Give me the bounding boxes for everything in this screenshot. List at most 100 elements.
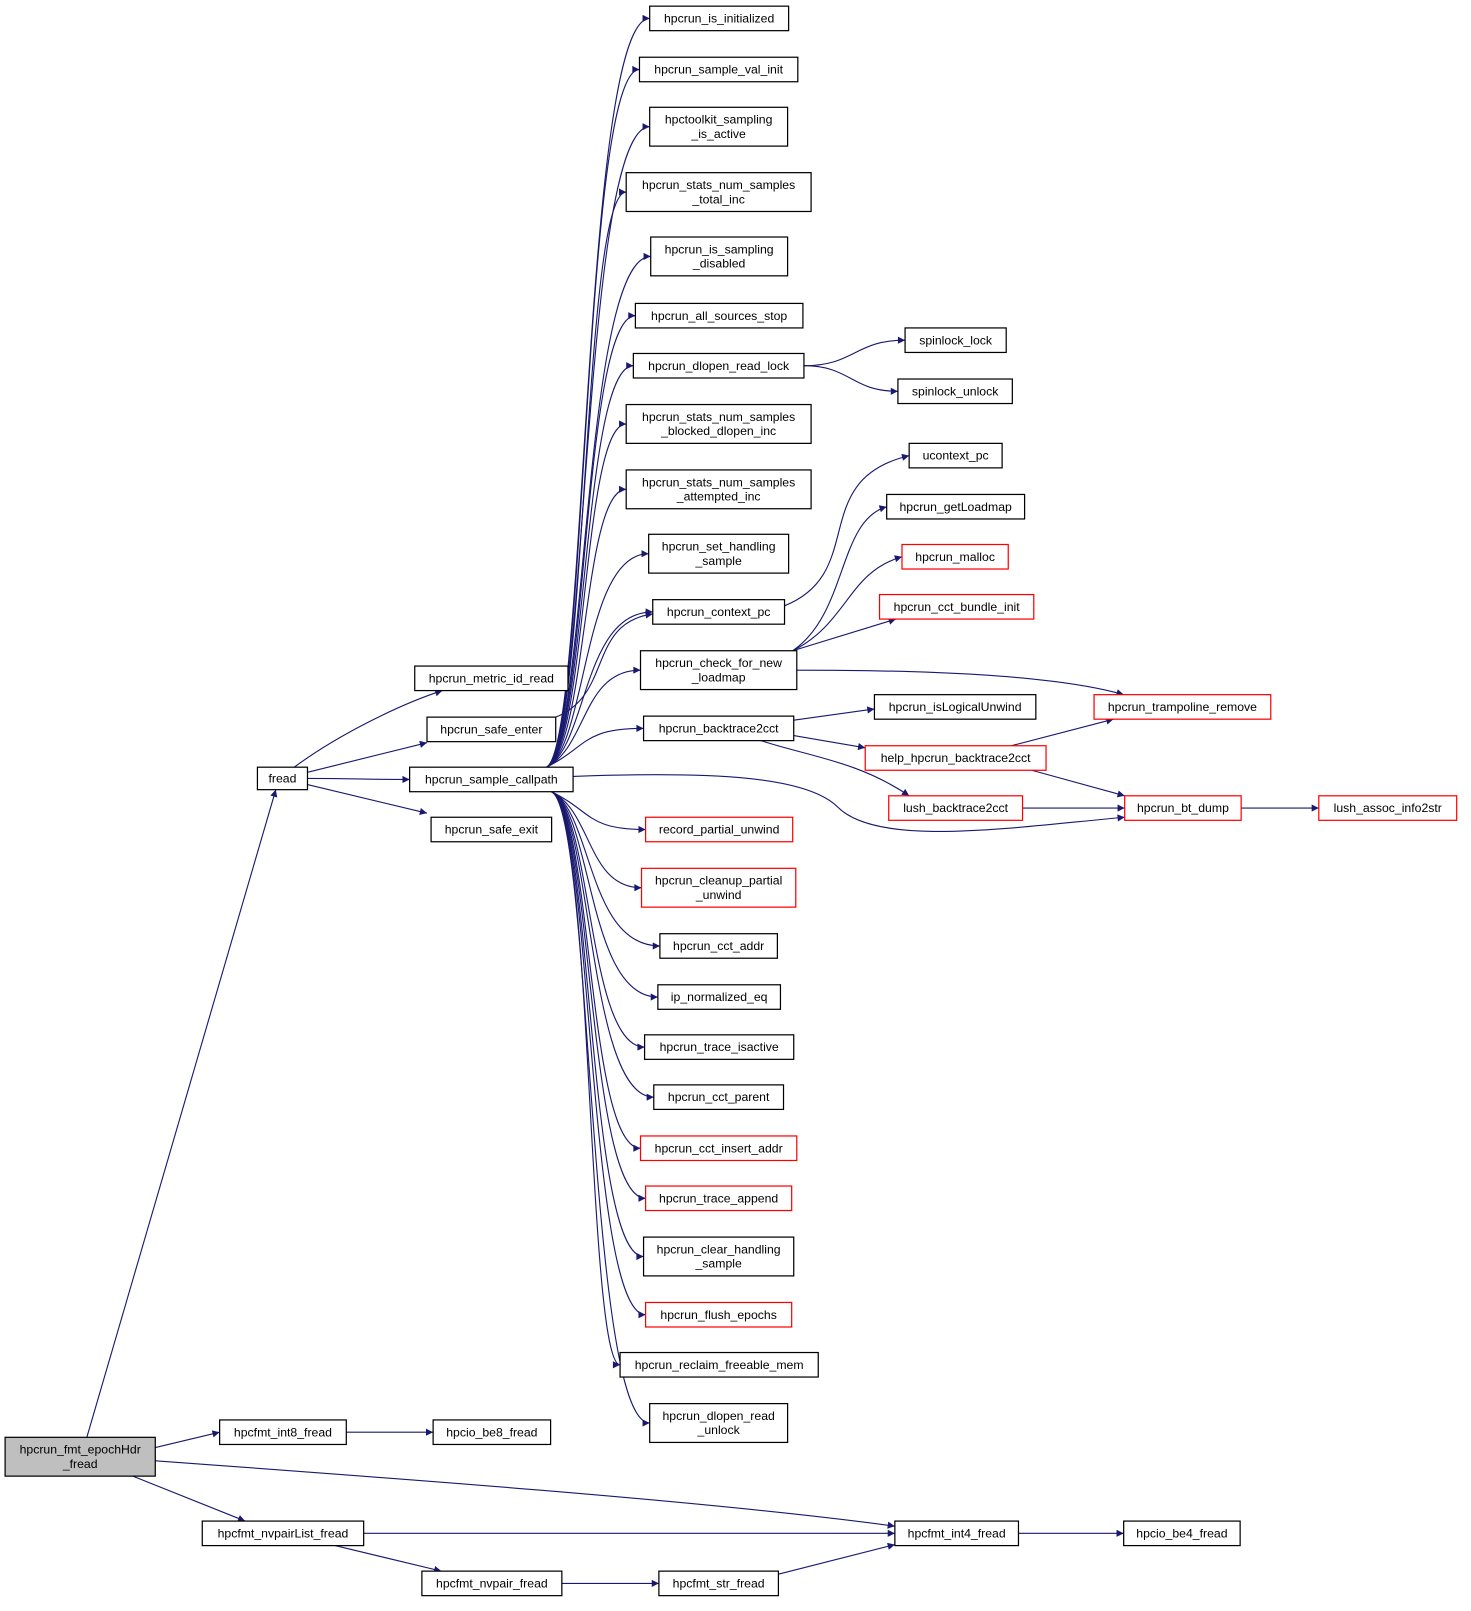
edge-context-pc-to-ucontext-pc bbox=[784, 453, 910, 607]
node-trampoline-remove[interactable]: hpcrun_trampoline_remove bbox=[1093, 694, 1272, 720]
edge-dlopen-read-lock-to-spin-lock bbox=[803, 336, 906, 367]
node-spin-unlock[interactable]: spinlock_unlock bbox=[897, 378, 1013, 405]
node-box bbox=[642, 1236, 795, 1277]
node-label: hpcrun_backtrace2cct bbox=[659, 721, 779, 735]
node-label: _unwind bbox=[695, 888, 742, 902]
node-spin-lock[interactable]: spinlock_lock bbox=[904, 327, 1007, 354]
node-label: hpcrun_set_handling bbox=[662, 540, 776, 554]
edge-sample-callpath-to-cct-parent bbox=[551, 791, 654, 1101]
node-label: _sample bbox=[694, 1257, 741, 1271]
node-stats-attempted[interactable]: hpcrun_stats_num_samples_attempted_inc bbox=[625, 469, 812, 510]
edge-sample-callpath-to-stats-attempted bbox=[546, 485, 627, 768]
node-label: _fread bbox=[62, 1457, 98, 1471]
edge-sample-callpath-to-is-sampling-disabled bbox=[546, 252, 651, 768]
node-stats-blocked[interactable]: hpcrun_stats_num_samples_blocked_dlopen_… bbox=[625, 403, 812, 444]
node-safe-exit[interactable]: hpcrun_safe_exit bbox=[430, 816, 553, 843]
node-isLogicalUnwind[interactable]: hpcrun_isLogicalUnwind bbox=[873, 694, 1037, 720]
node-fread[interactable]: fread bbox=[256, 766, 309, 791]
node-box bbox=[653, 1084, 785, 1111]
node-malloc[interactable]: hpcrun_malloc bbox=[901, 543, 1009, 570]
node-label: hpcrun_dlopen_read_lock bbox=[648, 359, 790, 373]
node-box bbox=[638, 56, 799, 83]
node-label: _disabled bbox=[692, 257, 746, 271]
node-label: record_partial_unwind bbox=[659, 823, 780, 837]
edge-check-loadmap-to-bundle-init bbox=[792, 617, 897, 652]
node-label: hpcrun_reclaim_freeable_mem bbox=[635, 1358, 804, 1372]
node-box bbox=[644, 1185, 793, 1212]
node-box bbox=[649, 1402, 789, 1444]
edge-fread-to-safe-enter bbox=[307, 740, 428, 773]
node-cct-addr[interactable]: hpcrun_cct_addr bbox=[659, 933, 778, 959]
node-int4[interactable]: hpcfmt_int4_fread bbox=[894, 1520, 1020, 1547]
edge-dlopen-read-lock-to-spin-unlock bbox=[803, 365, 898, 395]
node-cleanup-partial[interactable]: hpcrun_cleanup_partial_unwind bbox=[640, 867, 797, 908]
node-label: hpcrun_trampoline_remove bbox=[1108, 700, 1257, 714]
node-trace-isactive[interactable]: hpcrun_trace_isactive bbox=[643, 1034, 795, 1060]
node-dlopen-read-lock[interactable]: hpcrun_dlopen_read_lock bbox=[632, 352, 805, 379]
node-label: hpcio_be8_fread bbox=[446, 1425, 537, 1439]
node-bundle-init[interactable]: hpcrun_cct_bundle_init bbox=[878, 593, 1035, 620]
node-box bbox=[256, 766, 309, 791]
node-label: hpcfmt_int4_fread bbox=[908, 1526, 1006, 1540]
node-flush-epochs[interactable]: hpcrun_flush_epochs bbox=[644, 1301, 793, 1328]
node-label: hpcrun_sample_val_init bbox=[654, 63, 783, 77]
node-label: _blocked_dlopen_inc bbox=[660, 424, 776, 438]
node-ucontext-pc[interactable]: ucontext_pc bbox=[908, 442, 1003, 469]
edge-sample-callpath-to-record-partial bbox=[551, 791, 646, 834]
node-check-loadmap[interactable]: hpcrun_check_for_new_loadmap bbox=[639, 650, 798, 691]
node-box bbox=[219, 1419, 347, 1446]
node-is-sampling-disabled[interactable]: hpcrun_is_sampling_disabled bbox=[650, 236, 789, 277]
node-sample-val-init[interactable]: hpcrun_sample_val_init bbox=[638, 56, 799, 83]
node-lush-bt[interactable]: lush_backtrace2cct bbox=[888, 795, 1024, 821]
node-label: hpcrun_all_sources_stop bbox=[651, 309, 787, 323]
node-epoch[interactable]: hpcrun_fmt_epochHdr_fread bbox=[4, 1436, 156, 1477]
node-label: _sample bbox=[694, 554, 741, 568]
node-be4[interactable]: hpcio_be4_fread bbox=[1123, 1520, 1241, 1547]
edge-sample-callpath-to-stats-blocked bbox=[546, 420, 627, 768]
node-record-partial[interactable]: record_partial_unwind bbox=[644, 816, 794, 843]
node-box bbox=[897, 378, 1013, 405]
node-bt-dump[interactable]: hpcrun_bt_dump bbox=[1124, 795, 1242, 821]
node-be8[interactable]: hpcio_be8_fread bbox=[432, 1419, 552, 1446]
node-label: lush_backtrace2cct bbox=[903, 801, 1008, 815]
node-all-sources-stop[interactable]: hpcrun_all_sources_stop bbox=[634, 302, 804, 329]
node-reclaim[interactable]: hpcrun_reclaim_freeable_mem bbox=[619, 1351, 819, 1378]
node-label: hpcrun_cct_addr bbox=[673, 939, 764, 953]
node-clear-handling[interactable]: hpcrun_clear_handling_sample bbox=[642, 1236, 795, 1277]
node-box bbox=[894, 1520, 1020, 1547]
node-help-bt[interactable]: help_hpcrun_backtrace2cct bbox=[864, 745, 1047, 771]
node-label: hpcrun_safe_enter bbox=[440, 722, 542, 736]
node-label: hpcrun_cct_insert_addr bbox=[655, 1141, 783, 1155]
node-getLoadmap[interactable]: hpcrun_getLoadmap bbox=[886, 493, 1026, 520]
node-safe-enter[interactable]: hpcrun_safe_enter bbox=[426, 716, 557, 743]
node-box bbox=[432, 1419, 552, 1446]
node-label: hpcrun_clear_handling bbox=[657, 1242, 781, 1256]
node-context-pc[interactable]: hpcrun_context_pc bbox=[652, 599, 786, 625]
node-stats-total[interactable]: hpcrun_stats_num_samples_total_inc bbox=[625, 172, 812, 213]
node-backtrace2cct[interactable]: hpcrun_backtrace2cct bbox=[642, 715, 795, 742]
node-is-initialized[interactable]: hpcrun_is_initialized bbox=[649, 5, 790, 32]
node-nvpairList[interactable]: hpcfmt_nvpairList_fread bbox=[201, 1520, 365, 1547]
node-box bbox=[632, 352, 805, 379]
edge-sample-callpath-to-sample-val-init bbox=[546, 65, 640, 768]
node-set-handling[interactable]: hpcrun_set_handling_sample bbox=[648, 533, 790, 574]
node-box bbox=[414, 665, 569, 692]
node-cct-insert[interactable]: hpcrun_cct_insert_addr bbox=[639, 1135, 798, 1162]
node-label: hpcrun_cct_parent bbox=[668, 1090, 770, 1104]
node-ip-eq[interactable]: ip_normalized_eq bbox=[657, 984, 782, 1010]
edge-sample-callpath-to-cleanup-partial bbox=[551, 791, 642, 892]
node-label: hpcrun_bt_dump bbox=[1137, 801, 1229, 815]
node-trace-append[interactable]: hpcrun_trace_append bbox=[644, 1185, 793, 1212]
node-lush-assoc[interactable]: lush_assoc_info2str bbox=[1318, 795, 1458, 821]
node-label: hpcrun_malloc bbox=[915, 550, 995, 564]
node-cct-parent[interactable]: hpcrun_cct_parent bbox=[653, 1084, 785, 1111]
node-nvpair[interactable]: hpcfmt_nvpair_fread bbox=[421, 1570, 563, 1597]
node-label: hpcrun_dlopen_read bbox=[662, 1409, 775, 1423]
edge-check-loadmap-to-getLoadmap bbox=[792, 505, 887, 652]
node-int8[interactable]: hpcfmt_int8_fread bbox=[219, 1419, 347, 1446]
node-metric-id-read[interactable]: hpcrun_metric_id_read bbox=[414, 665, 569, 692]
node-dlopen-read-unlock[interactable]: hpcrun_dlopen_read_unlock bbox=[649, 1402, 789, 1444]
node-sample-callpath[interactable]: hpcrun_sample_callpath bbox=[409, 766, 574, 793]
node-sampling-is-active[interactable]: hpctoolkit_sampling_is_active bbox=[649, 106, 789, 147]
node-str[interactable]: hpcfmt_str_fread bbox=[658, 1570, 780, 1597]
